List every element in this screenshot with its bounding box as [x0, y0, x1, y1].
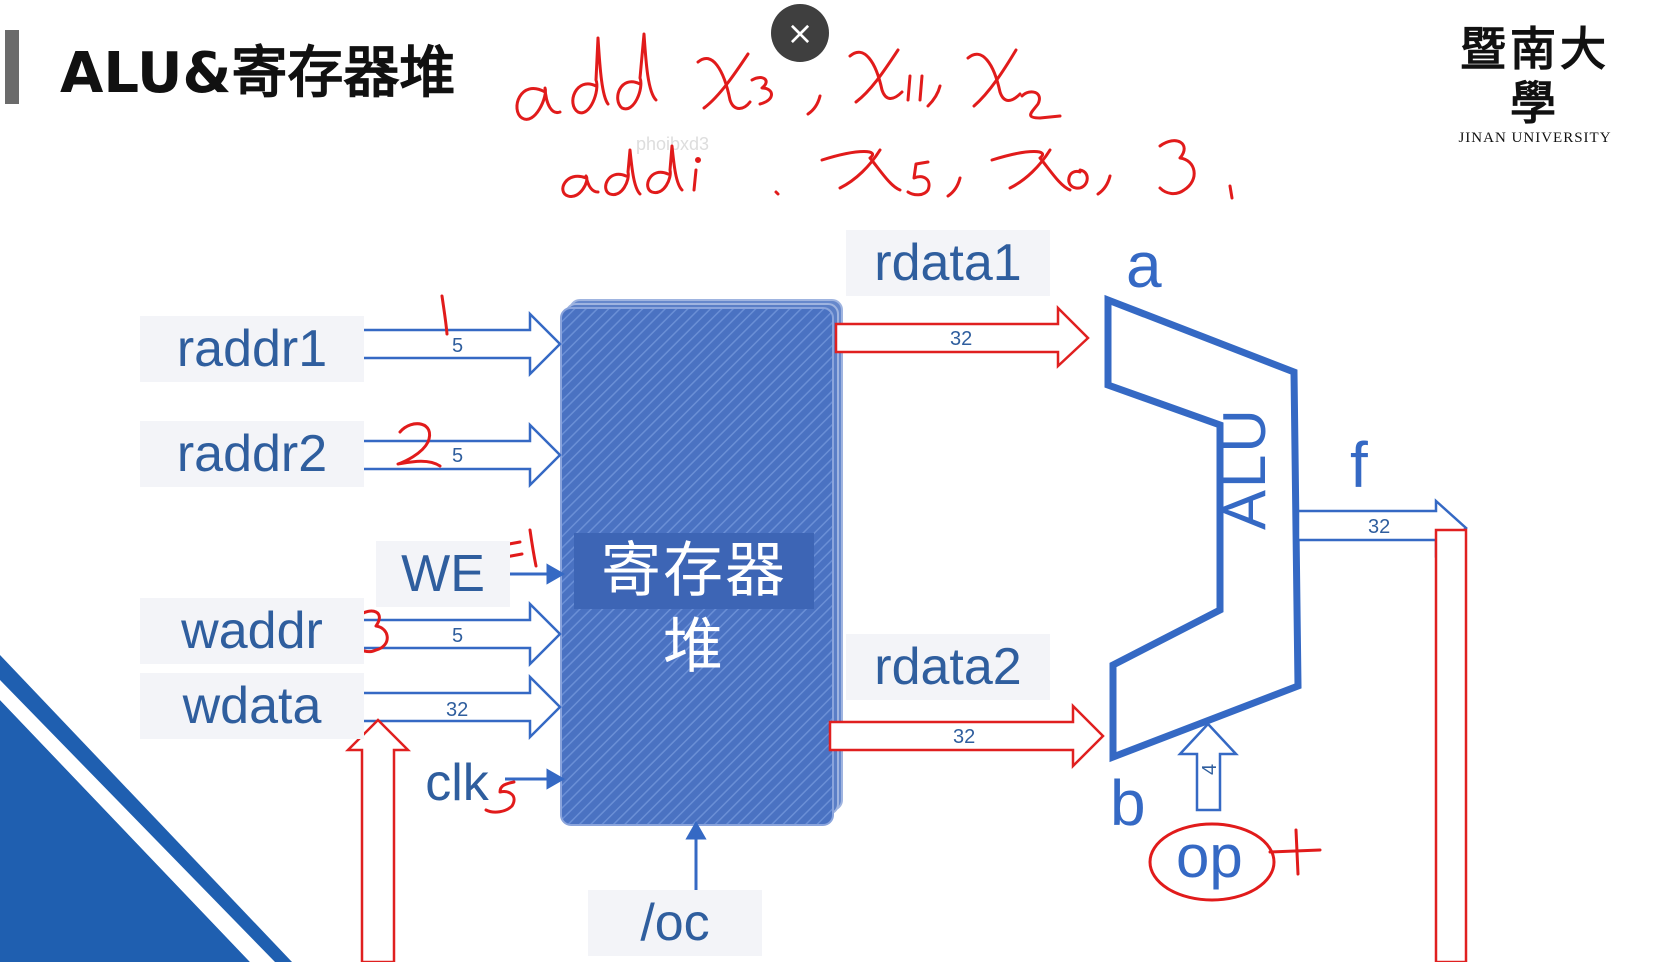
waddr-arrow: [356, 600, 562, 668]
wdata-width: 32: [446, 699, 468, 721]
waddr-width: 5: [452, 625, 463, 647]
raddr1-width: 5: [452, 335, 463, 357]
raddr2-arrow: [356, 421, 562, 489]
handwriting-strokes: [354, 32, 1322, 902]
register-file-label: 寄存器堆: [574, 533, 814, 682]
university-logo: 暨南大學 JINAN UNIVERSITY: [1450, 22, 1620, 147]
raddr1-arrow: [356, 310, 562, 378]
watermark: phoibxd3: [636, 134, 710, 154]
logo-english: JINAN UNIVERSITY: [1458, 130, 1612, 146]
we-label: WE: [376, 541, 510, 607]
alu-port-a: a: [1126, 229, 1162, 301]
alu-shape: [1104, 294, 1302, 763]
thin-arrows: [505, 563, 707, 890]
wdata-label: wdata: [140, 673, 364, 739]
rdata2-label: rdata2: [846, 634, 1050, 700]
wdata-arrow: [356, 673, 562, 741]
rdata2-width: 32: [953, 726, 975, 748]
rdata1-arrow: [834, 304, 1090, 369]
title-accent-bar: [5, 30, 19, 104]
op-width: 4: [1199, 764, 1221, 775]
clk-label: clk: [425, 754, 489, 812]
slide-title: ALU&寄存器堆: [60, 41, 456, 106]
logo-chinese: 暨南大學: [1460, 22, 1610, 130]
raddr2-width: 5: [452, 445, 463, 467]
alu-output-width: 32: [1368, 516, 1390, 538]
alu-op-label: op: [1176, 823, 1243, 890]
alu-port-b: b: [1110, 767, 1146, 839]
wdata-feedback-arrow: [344, 718, 412, 962]
waddr-label: waddr: [140, 598, 364, 664]
output-arrows: [828, 304, 1105, 770]
oc-label: /oc: [588, 890, 762, 956]
rdata1-width: 32: [950, 328, 972, 350]
alu-label: ALU: [1211, 407, 1278, 530]
op-arrow: [1177, 722, 1239, 812]
input-arrows: [356, 310, 562, 741]
alu-output-f: f: [1350, 429, 1368, 501]
alu-feedback-path: [1434, 528, 1468, 962]
rdata1-label: rdata1: [846, 230, 1050, 296]
raddr2-label: raddr2: [140, 421, 364, 487]
feedback-paths: [344, 528, 1468, 962]
rdata2-arrow: [828, 702, 1105, 770]
raddr1-label: raddr1: [140, 316, 364, 382]
close-button[interactable]: ×: [771, 4, 829, 62]
